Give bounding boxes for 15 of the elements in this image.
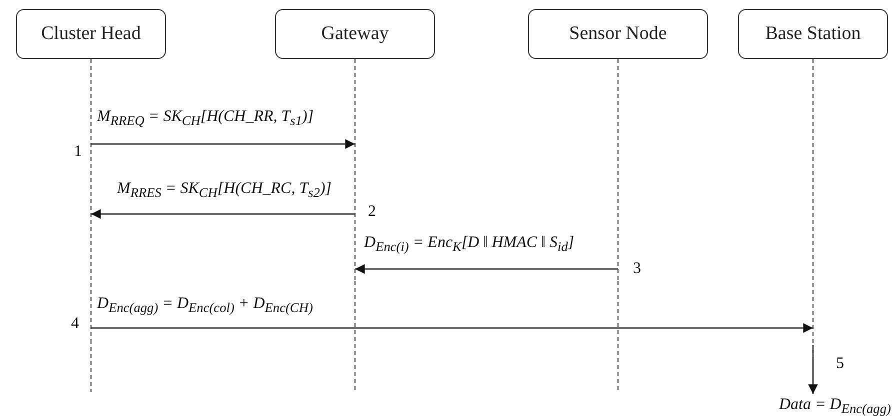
step-number: 5	[836, 355, 844, 373]
participant-box: Gateway	[275, 9, 435, 59]
step-number: 1	[74, 143, 82, 161]
message-formula: D$_{Enc(i)}$ = Enc$_{K}$[D ‖ HMAC ‖ S$_{id}$]	[362, 234, 576, 256]
participant-box: Cluster Head	[16, 9, 166, 59]
message-formula: D$_{Enc(agg)}$ = D$_{Enc(col)}$ + D$_{Enc(CH)}$	[95, 295, 315, 316]
participant-box: Sensor Node	[528, 9, 708, 59]
message-arrow	[352, 262, 618, 272]
participant-box: Base Station	[738, 9, 888, 59]
step-number: 2	[368, 203, 376, 221]
result-formula: Data = D$_{Enc(agg)}$	[779, 396, 891, 418]
message-formula: M$_{RREQ}$ = SK$_{CH}$[H(CH_RR, T$_{s1}$)]	[95, 108, 316, 130]
step-number: 4	[71, 315, 79, 333]
step-number: 3	[633, 260, 641, 278]
message-arrow	[806, 345, 816, 397]
